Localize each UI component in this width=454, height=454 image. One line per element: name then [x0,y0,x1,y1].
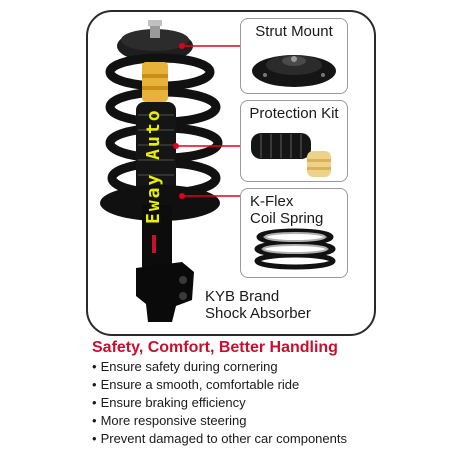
coil-spring-icon [254,228,336,270]
list-item: More responsive steering [92,412,347,430]
list-item: Ensure braking efficiency [92,394,347,412]
strut-mount-label: Strut Mount [255,23,333,40]
kyb-label-line1: KYB Brand [205,288,280,305]
kyb-shock-absorber-label: KYB Brand Shock Absorber [205,288,345,322]
protection-kit-label: Protection Kit [249,105,339,122]
strut-mount-callout: Strut Mount [240,18,348,94]
kyb-label-line2: Shock Absorber [205,305,311,322]
headline: Safety, Comfort, Better Handling [92,339,338,356]
strut-assembly-illustration [100,20,240,322]
coil-spring-label-line1: K-Flex [250,193,294,210]
protection-kit-callout: Protection Kit [240,100,348,182]
coil-spring-label-line2: Coil Spring [250,210,324,227]
protection-kit-icon [251,133,331,177]
list-item: Prevent damaged to other car components [92,430,347,448]
coil-spring-callout: K-Flex Coil Spring [240,188,348,278]
eway-auto-watermark: Eway Auto [143,108,164,224]
strut-mount-icon [252,55,336,87]
list-item: Ensure a smooth, comfortable ride [92,376,347,394]
list-item: Ensure safety during cornering [92,358,347,376]
feature-list: Ensure safety during cornering Ensure a … [92,358,347,448]
